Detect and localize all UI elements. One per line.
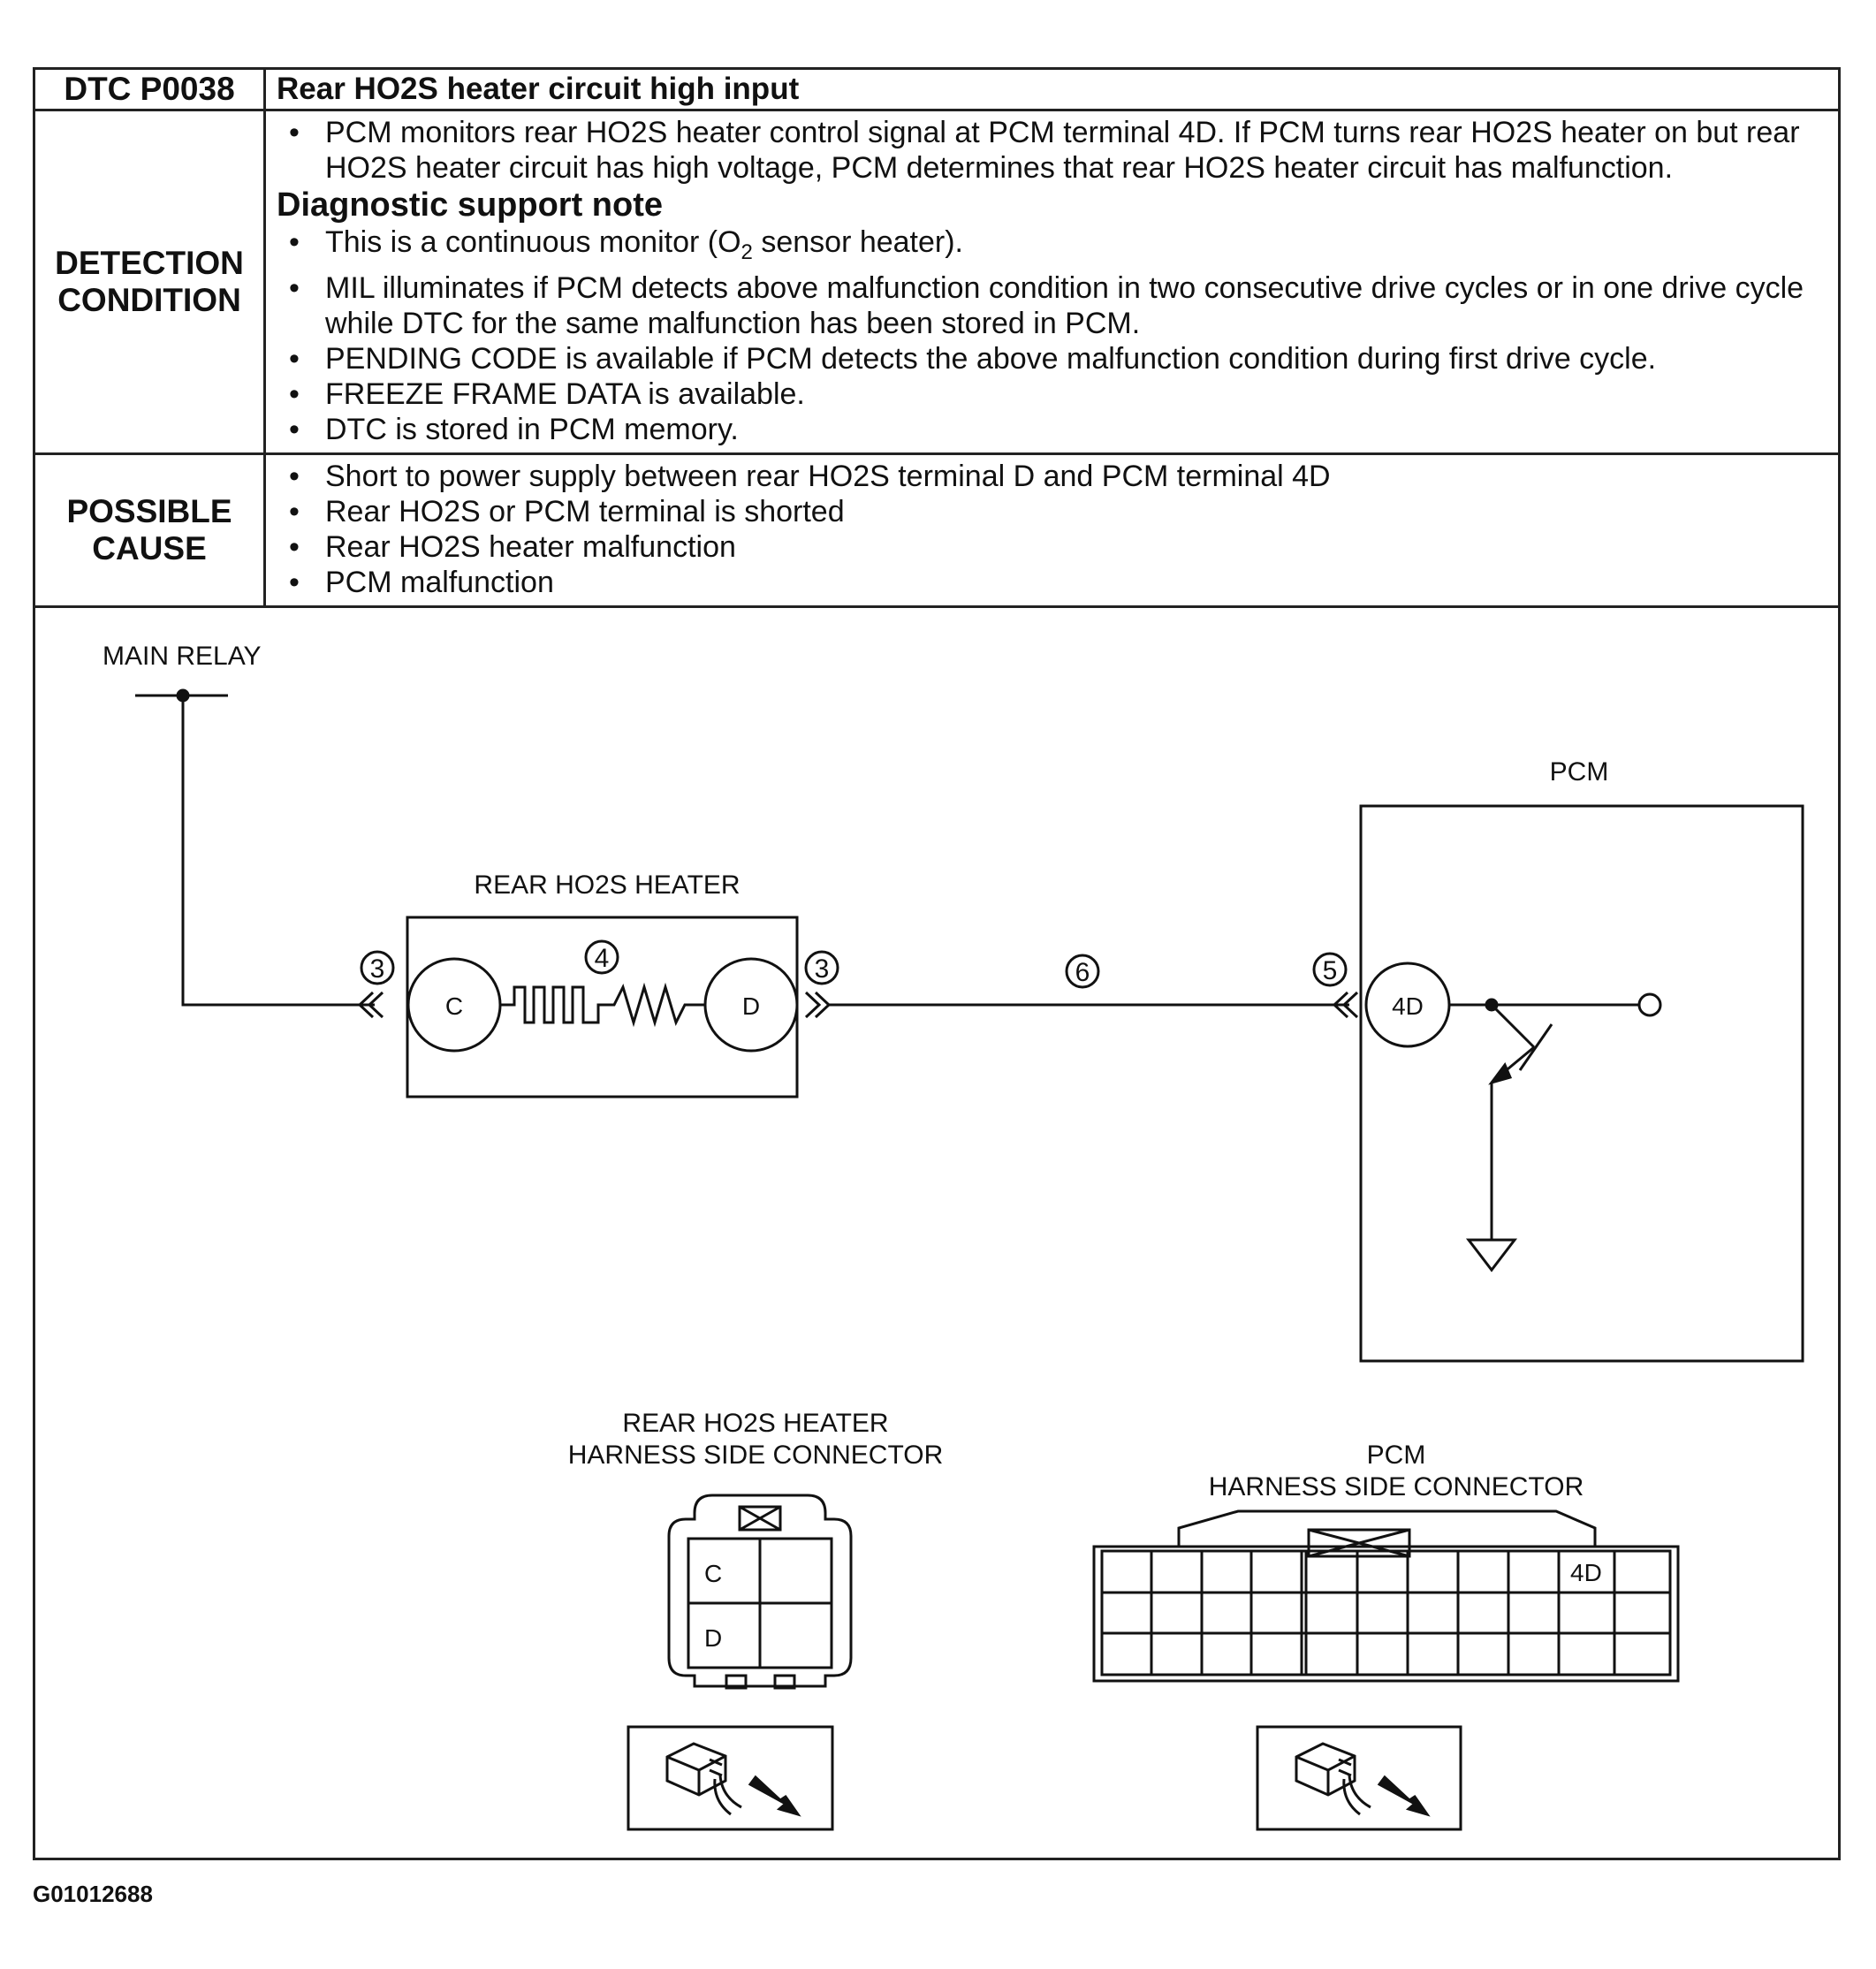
pcm-connector-cell-4d: 4D [1570,1559,1602,1586]
heater-connector-latch-cross [739,1505,781,1532]
dtc-table: DTC P0038 Rear HO2S heater circuit high … [33,67,1841,608]
terminal-d-label: D [742,992,760,1020]
possible-cause-list: Short to power supply between rear HO2S … [277,459,1827,600]
diagnostic-note-item: PENDING CODE is available if PCM detects… [277,341,1827,376]
heater-element-symbol [500,982,705,1028]
detection-condition-row: DETECTION CONDITION PCM monitors rear HO… [33,109,1841,455]
pcm-connector-hood [1177,1509,1597,1547]
diagnostic-support-note-heading: Diagnostic support note [277,186,663,224]
callout-number: 4 [595,944,610,973]
pcm-connector-subtitle: HARNESS SIDE CONNECTOR [1209,1472,1584,1501]
callout-number: 5 [1323,956,1338,985]
diagnostic-note-item: FREEZE FRAME DATA is available. [277,376,1827,412]
callout-circle [1312,952,1348,987]
diagnostic-note-item: This is a continuous monitor (O2 sensor … [277,224,1827,270]
callout-number: 6 [1075,958,1090,987]
heater-connector-tab [725,1674,748,1690]
figure-code: G01012688 [33,1881,153,1907]
connector-chevron-right [804,991,832,1019]
harness-view-icon [1295,1742,1431,1817]
heater-connector-tab [773,1674,796,1690]
pcm-connector-title: PCM [1367,1441,1426,1470]
transistor-base [1518,1023,1553,1071]
callout-number: 3 [370,954,385,984]
pcm-output-terminal [1637,992,1662,1017]
callout-circle [584,939,619,975]
diagnostic-note-list: This is a continuous monitor (O2 sensor … [277,224,1827,447]
pcm-label: PCM [1550,757,1609,787]
dtc-header-row: DTC P0038 Rear HO2S heater circuit high … [33,67,1841,111]
possible-cause-item: Rear HO2S heater malfunction [277,529,1827,565]
callout-circle [1065,954,1100,989]
pcm-terminal-4d-label: 4D [1392,992,1424,1020]
pcm-connector-view-box [1256,1725,1462,1831]
detection-monitor-item: PCM monitors rear HO2S heater control si… [277,115,1827,186]
heater-connector-view-box [627,1725,834,1831]
transistor-arrow [1488,1062,1513,1085]
possible-cause-row: POSSIBLE CAUSE Short to power supply bet… [33,452,1841,608]
heater-connector-title: REAR HO2S HEATER [622,1409,888,1438]
detection-condition-content: PCM monitors rear HO2S heater control si… [263,109,1841,455]
callout-circle [804,950,839,985]
ground-symbol [1465,1238,1518,1273]
heater-connector-cell-d: D [704,1624,722,1652]
wiring-diagram: MAIN RELAY 3 REAR HO2S HEATER C D 4 3 6 … [103,642,1804,1831]
possible-cause-label: POSSIBLE CAUSE [33,452,266,608]
transistor-collector [1490,1003,1536,1049]
callout-circle [360,950,395,985]
pcm-box [1359,804,1804,1363]
heater-connector-shell [667,1494,853,1688]
detection-monitor-list: PCM monitors rear HO2S heater control si… [277,115,1827,186]
heater-connector-subtitle: HARNESS SIDE CONNECTOR [568,1441,944,1470]
harness-view-icon [665,1742,801,1817]
dtc-code: DTC P0038 [33,67,266,111]
heater-connector-cell-c: C [704,1560,722,1587]
pcm-connector-shell [1092,1545,1680,1683]
heater-connector-latch [738,1505,782,1532]
possible-cause-item: Short to power supply between rear HO2S … [277,459,1827,494]
relay-to-heater-wire [181,696,375,1007]
possible-cause-item: PCM malfunction [277,565,1827,600]
pcm-connector-latch [1307,1528,1411,1558]
diagnostic-note-item: MIL illuminates if PCM detects above mal… [277,270,1827,341]
possible-cause-item: Rear HO2S or PCM terminal is shorted [277,494,1827,529]
connector-chevron-pcm [1332,991,1359,1019]
connector-chevron-left [357,991,384,1019]
callout-number: 3 [815,954,830,984]
pcm-connector-grid [1100,1549,1672,1676]
main-relay-label: MAIN RELAY [103,642,262,671]
possible-cause-content: Short to power supply between rear HO2S … [263,452,1841,608]
terminal-c-label: C [445,992,463,1020]
diagnostic-note-item: DTC is stored in PCM memory. [277,412,1827,447]
dtc-title: Rear HO2S heater circuit high input [263,67,1841,111]
detection-condition-label: DETECTION CONDITION [33,109,266,455]
rear-ho2s-heater-label: REAR HO2S HEATER [474,870,740,900]
